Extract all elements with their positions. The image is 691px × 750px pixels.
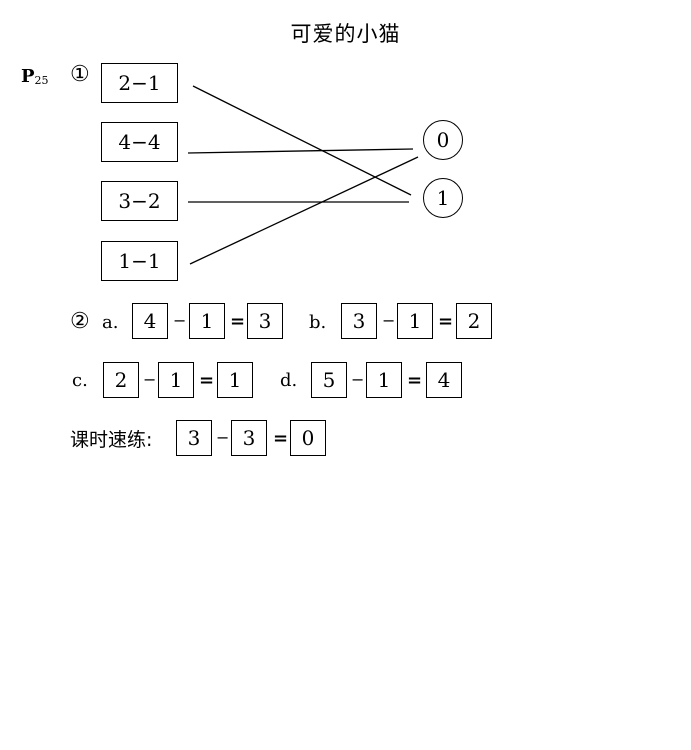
item-b-minus: −: [382, 311, 396, 330]
page-number-sub: 25: [34, 74, 49, 87]
expression-box-3: 3−2: [101, 181, 178, 221]
question-2-number: ②: [70, 309, 90, 334]
item-a-minus: −: [173, 311, 187, 330]
item-d-result: 4: [426, 362, 462, 398]
match-line-2-1: [192, 85, 412, 196]
item-a-operand-1: 4: [132, 303, 168, 339]
practice-operand-2: 3: [231, 420, 267, 456]
item-b-operand-2: 1: [397, 303, 433, 339]
item-a-operand-2: 1: [189, 303, 225, 339]
item-c-label: c.: [72, 370, 88, 391]
item-d-label: d.: [280, 370, 298, 391]
item-c-minus: −: [143, 370, 157, 389]
item-b-result: 2: [456, 303, 492, 339]
item-d-equals: =: [407, 370, 423, 391]
question-1-number: ①: [70, 62, 90, 87]
expression-box-1: 2−1: [101, 63, 178, 103]
result-circle-0: 0: [423, 120, 463, 160]
result-circle-1: 1: [423, 178, 463, 218]
item-c-equals: =: [199, 370, 215, 391]
item-d-minus: −: [351, 370, 365, 389]
practice-equals: =: [273, 428, 289, 449]
item-a-label: a.: [102, 312, 119, 333]
page-number-main: P: [21, 66, 35, 87]
practice-minus: −: [216, 428, 230, 447]
item-c-result: 1: [217, 362, 253, 398]
item-a-equals: =: [230, 311, 246, 332]
item-b-operand-1: 3: [341, 303, 377, 339]
practice-label: 课时速练:: [70, 429, 153, 451]
page-title: 可爱的小猫: [290, 22, 401, 46]
expression-box-2: 4−4: [101, 122, 178, 162]
expression-box-4: 1−1: [101, 241, 178, 281]
match-line-1-1: [189, 156, 419, 265]
item-a-result: 3: [247, 303, 283, 339]
item-c-operand-2: 1: [158, 362, 194, 398]
page-number: P25: [21, 66, 49, 87]
practice-operand-1: 3: [176, 420, 212, 456]
item-d-operand-1: 5: [311, 362, 347, 398]
item-b-label: b.: [309, 312, 327, 333]
match-line-4-4: [187, 148, 414, 154]
item-b-equals: =: [438, 311, 454, 332]
item-d-operand-2: 1: [366, 362, 402, 398]
practice-result: 0: [290, 420, 326, 456]
item-c-operand-1: 2: [103, 362, 139, 398]
